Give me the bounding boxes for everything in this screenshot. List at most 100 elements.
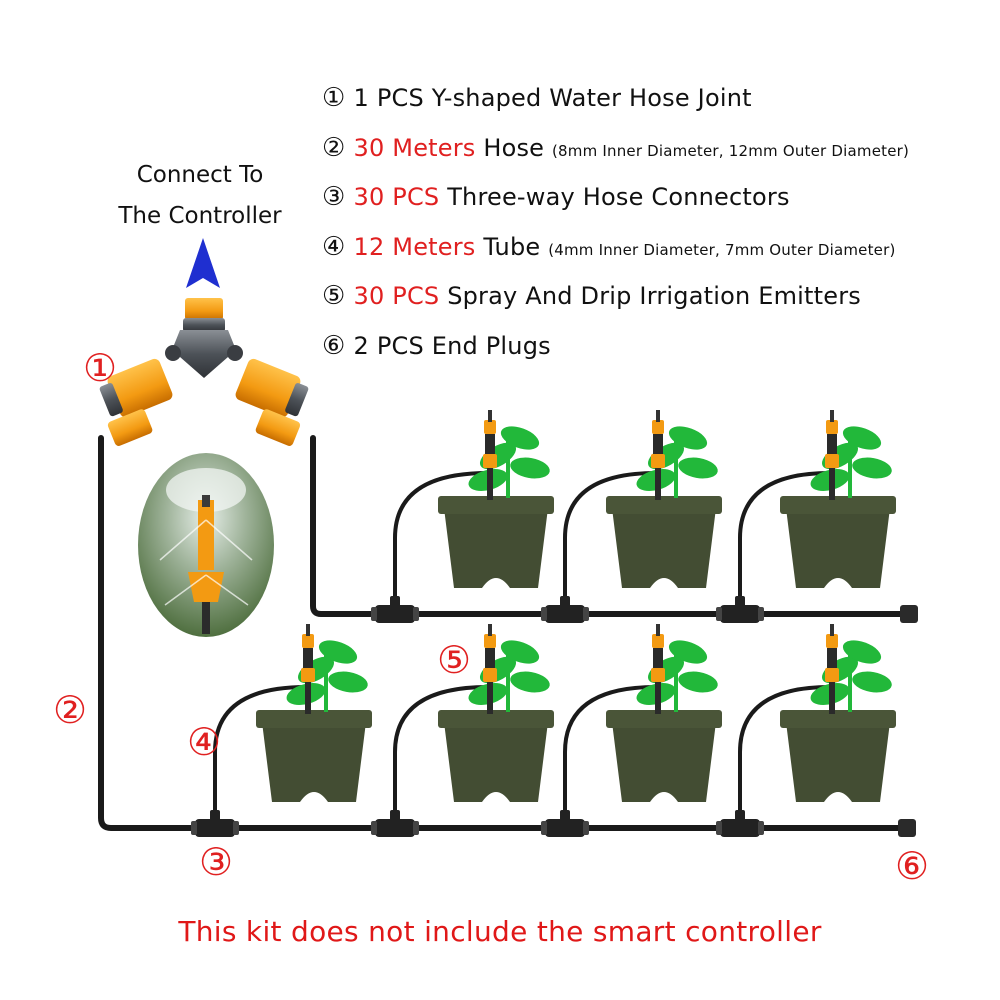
- kit-item-number: ④: [322, 231, 346, 262]
- plant-module: [393, 624, 554, 824]
- emitter-stake: [305, 682, 311, 714]
- leaf: [500, 426, 540, 450]
- kit-item-text: Three-way Hose Connectors: [439, 183, 790, 212]
- pot: [444, 722, 548, 802]
- kit-item-text: (4mm Inner Diameter, 7mm Outer Diameter): [548, 240, 896, 259]
- plant-module: [563, 410, 722, 610]
- kit-item-text: 30 PCS: [353, 282, 440, 311]
- emitter-head: [302, 634, 314, 648]
- connect-line-2: The Controller: [118, 203, 282, 229]
- tee-connector: [716, 596, 764, 623]
- plant-module: [738, 624, 896, 824]
- kit-item-text: Hose: [475, 133, 552, 162]
- emitter-stake: [829, 468, 835, 500]
- emitter-nozzle: [656, 410, 660, 422]
- three-way-connectors: [191, 596, 764, 837]
- kit-item-text: 2 PCS End Plugs: [353, 331, 551, 360]
- leaf: [668, 426, 708, 450]
- footer-note: This kit does not include the smart cont…: [178, 915, 822, 948]
- leaf: [500, 640, 540, 664]
- pot: [612, 722, 716, 802]
- micro-tube: [393, 685, 490, 824]
- emitter-stake: [487, 682, 493, 714]
- connect-line-1: Connect To: [136, 162, 264, 188]
- emitter-head: [826, 420, 838, 434]
- pot: [262, 722, 366, 802]
- emitter-collar: [825, 668, 839, 682]
- marker-4: ④: [186, 720, 222, 764]
- pot: [786, 508, 890, 588]
- leaf: [852, 671, 892, 693]
- pot: [444, 508, 548, 588]
- kit-item-text: Tube: [475, 232, 549, 261]
- emitter-stake: [487, 468, 493, 500]
- leaf: [318, 640, 358, 664]
- emitter-head: [484, 420, 496, 434]
- pot-rim: [780, 710, 896, 728]
- emitter-nozzle: [488, 624, 492, 636]
- emitter-body: [827, 434, 837, 454]
- emitter-collar: [483, 454, 497, 468]
- leaf: [852, 457, 892, 479]
- leaf: [510, 457, 550, 479]
- emitter-nozzle: [306, 624, 310, 636]
- tee-connector: [541, 810, 589, 837]
- marker-5: ⑤: [436, 638, 472, 682]
- leaf: [842, 640, 882, 664]
- emitter-stake: [655, 682, 661, 714]
- tee-connector: [541, 596, 589, 623]
- leaf: [678, 671, 718, 693]
- plant-module: [213, 624, 372, 824]
- plant-pots: [213, 410, 896, 824]
- micro-tube: [393, 471, 490, 610]
- emitter-nozzle: [830, 410, 834, 422]
- micro-tube: [738, 471, 832, 610]
- emitter-nozzle: [656, 624, 660, 636]
- leaf: [678, 457, 718, 479]
- emitter-nozzle: [488, 410, 492, 422]
- emitter-stake: [829, 682, 835, 714]
- connect-controller-label: Connect To The Controller: [100, 155, 300, 237]
- emitter-collar: [301, 668, 315, 682]
- pot: [612, 508, 716, 588]
- emitter-nozzle: [830, 624, 834, 636]
- kit-item-number: ②: [322, 132, 346, 163]
- pot-rim: [256, 710, 372, 728]
- emitter-collar: [483, 668, 497, 682]
- kit-item-number: ③: [322, 182, 346, 213]
- pot-rim: [606, 496, 722, 514]
- emitter-collar: [651, 454, 665, 468]
- emitter-head: [652, 420, 664, 434]
- kit-item-text: 1 PCS Y-shaped Water Hose Joint: [353, 84, 752, 112]
- plant-module: [738, 410, 896, 610]
- micro-tube: [213, 685, 308, 824]
- y-shaped-joint: [99, 298, 309, 446]
- kit-item-text: (8mm Inner Diameter, 12mm Outer Diameter…: [551, 141, 910, 160]
- kit-item-number: ⑥: [322, 330, 346, 361]
- plant-module: [393, 410, 554, 610]
- emitter-collar: [651, 668, 665, 682]
- kit-item-number: ⑤: [322, 281, 346, 312]
- kit-item-text: 30 Meters: [353, 133, 476, 162]
- pot: [786, 722, 890, 802]
- marker-3: ③: [198, 840, 234, 884]
- pot-rim: [438, 496, 554, 514]
- kit-item-number: ①: [322, 83, 346, 113]
- kit-item-text: 30 PCS: [353, 183, 440, 212]
- emitter-head: [484, 634, 496, 648]
- micro-tube: [563, 685, 658, 824]
- emitter-head: [652, 634, 664, 648]
- emitter-body: [653, 648, 663, 668]
- main-hose: [98, 435, 908, 831]
- leaf: [842, 426, 882, 450]
- emitter-body: [653, 434, 663, 454]
